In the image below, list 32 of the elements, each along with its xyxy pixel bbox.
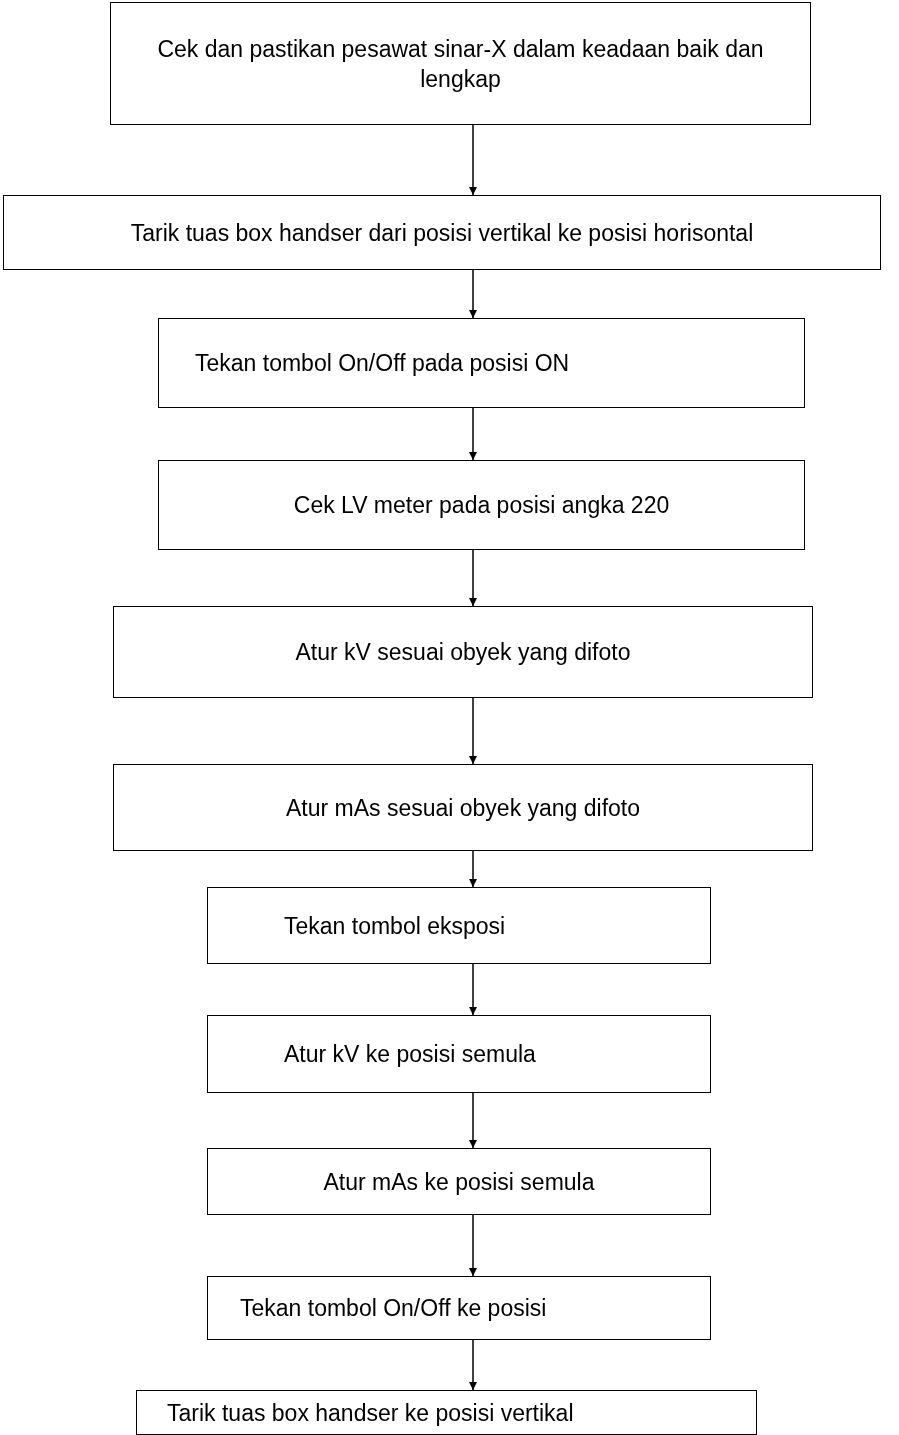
process-box — [3, 195, 881, 270]
step-text: Tarik tuas box handser dari posisi vertikal ke posisi horisontal — [129, 218, 755, 248]
process-box — [207, 887, 711, 964]
process-box — [113, 606, 813, 698]
arrow — [469, 1214, 477, 1277]
process-box — [110, 2, 811, 125]
step-text: Atur kV sesuai obyek yang difoto — [294, 638, 632, 667]
process-box — [113, 764, 813, 851]
arrow — [469, 124, 477, 196]
process-box — [207, 1015, 711, 1093]
arrow — [469, 850, 477, 888]
arrow — [469, 697, 477, 765]
process-box — [158, 460, 805, 550]
arrow — [469, 1092, 477, 1149]
arrow — [469, 963, 477, 1016]
step-text: Tekan tombol On/Off pada posisi ON — [194, 349, 571, 378]
step-text: Tarik tuas box handser ke posisi vertikal — [166, 1398, 575, 1428]
arrow — [469, 269, 477, 319]
step-text: Tekan tombol On/Off ke posisi — [239, 1294, 548, 1323]
process-box — [207, 1276, 711, 1340]
step-text: Atur mAs ke posisi semula — [322, 1167, 596, 1197]
arrow — [469, 1339, 477, 1391]
step-text: Cek LV meter pada posisi angka 220 — [292, 491, 671, 520]
step-text: Tekan tombol eksposi — [283, 911, 507, 941]
step-text: Atur mAs sesuai obyek yang difoto — [284, 793, 642, 823]
step-text: Atur kV ke posisi semula — [283, 1040, 537, 1069]
process-box — [207, 1148, 711, 1215]
arrow — [469, 407, 477, 461]
step-text: Cek dan pastikan pesawat sinar-X dalam keadaan baik dan lengkap — [156, 34, 765, 94]
process-box — [136, 1390, 757, 1435]
arrow — [469, 549, 477, 607]
process-box — [158, 318, 805, 408]
